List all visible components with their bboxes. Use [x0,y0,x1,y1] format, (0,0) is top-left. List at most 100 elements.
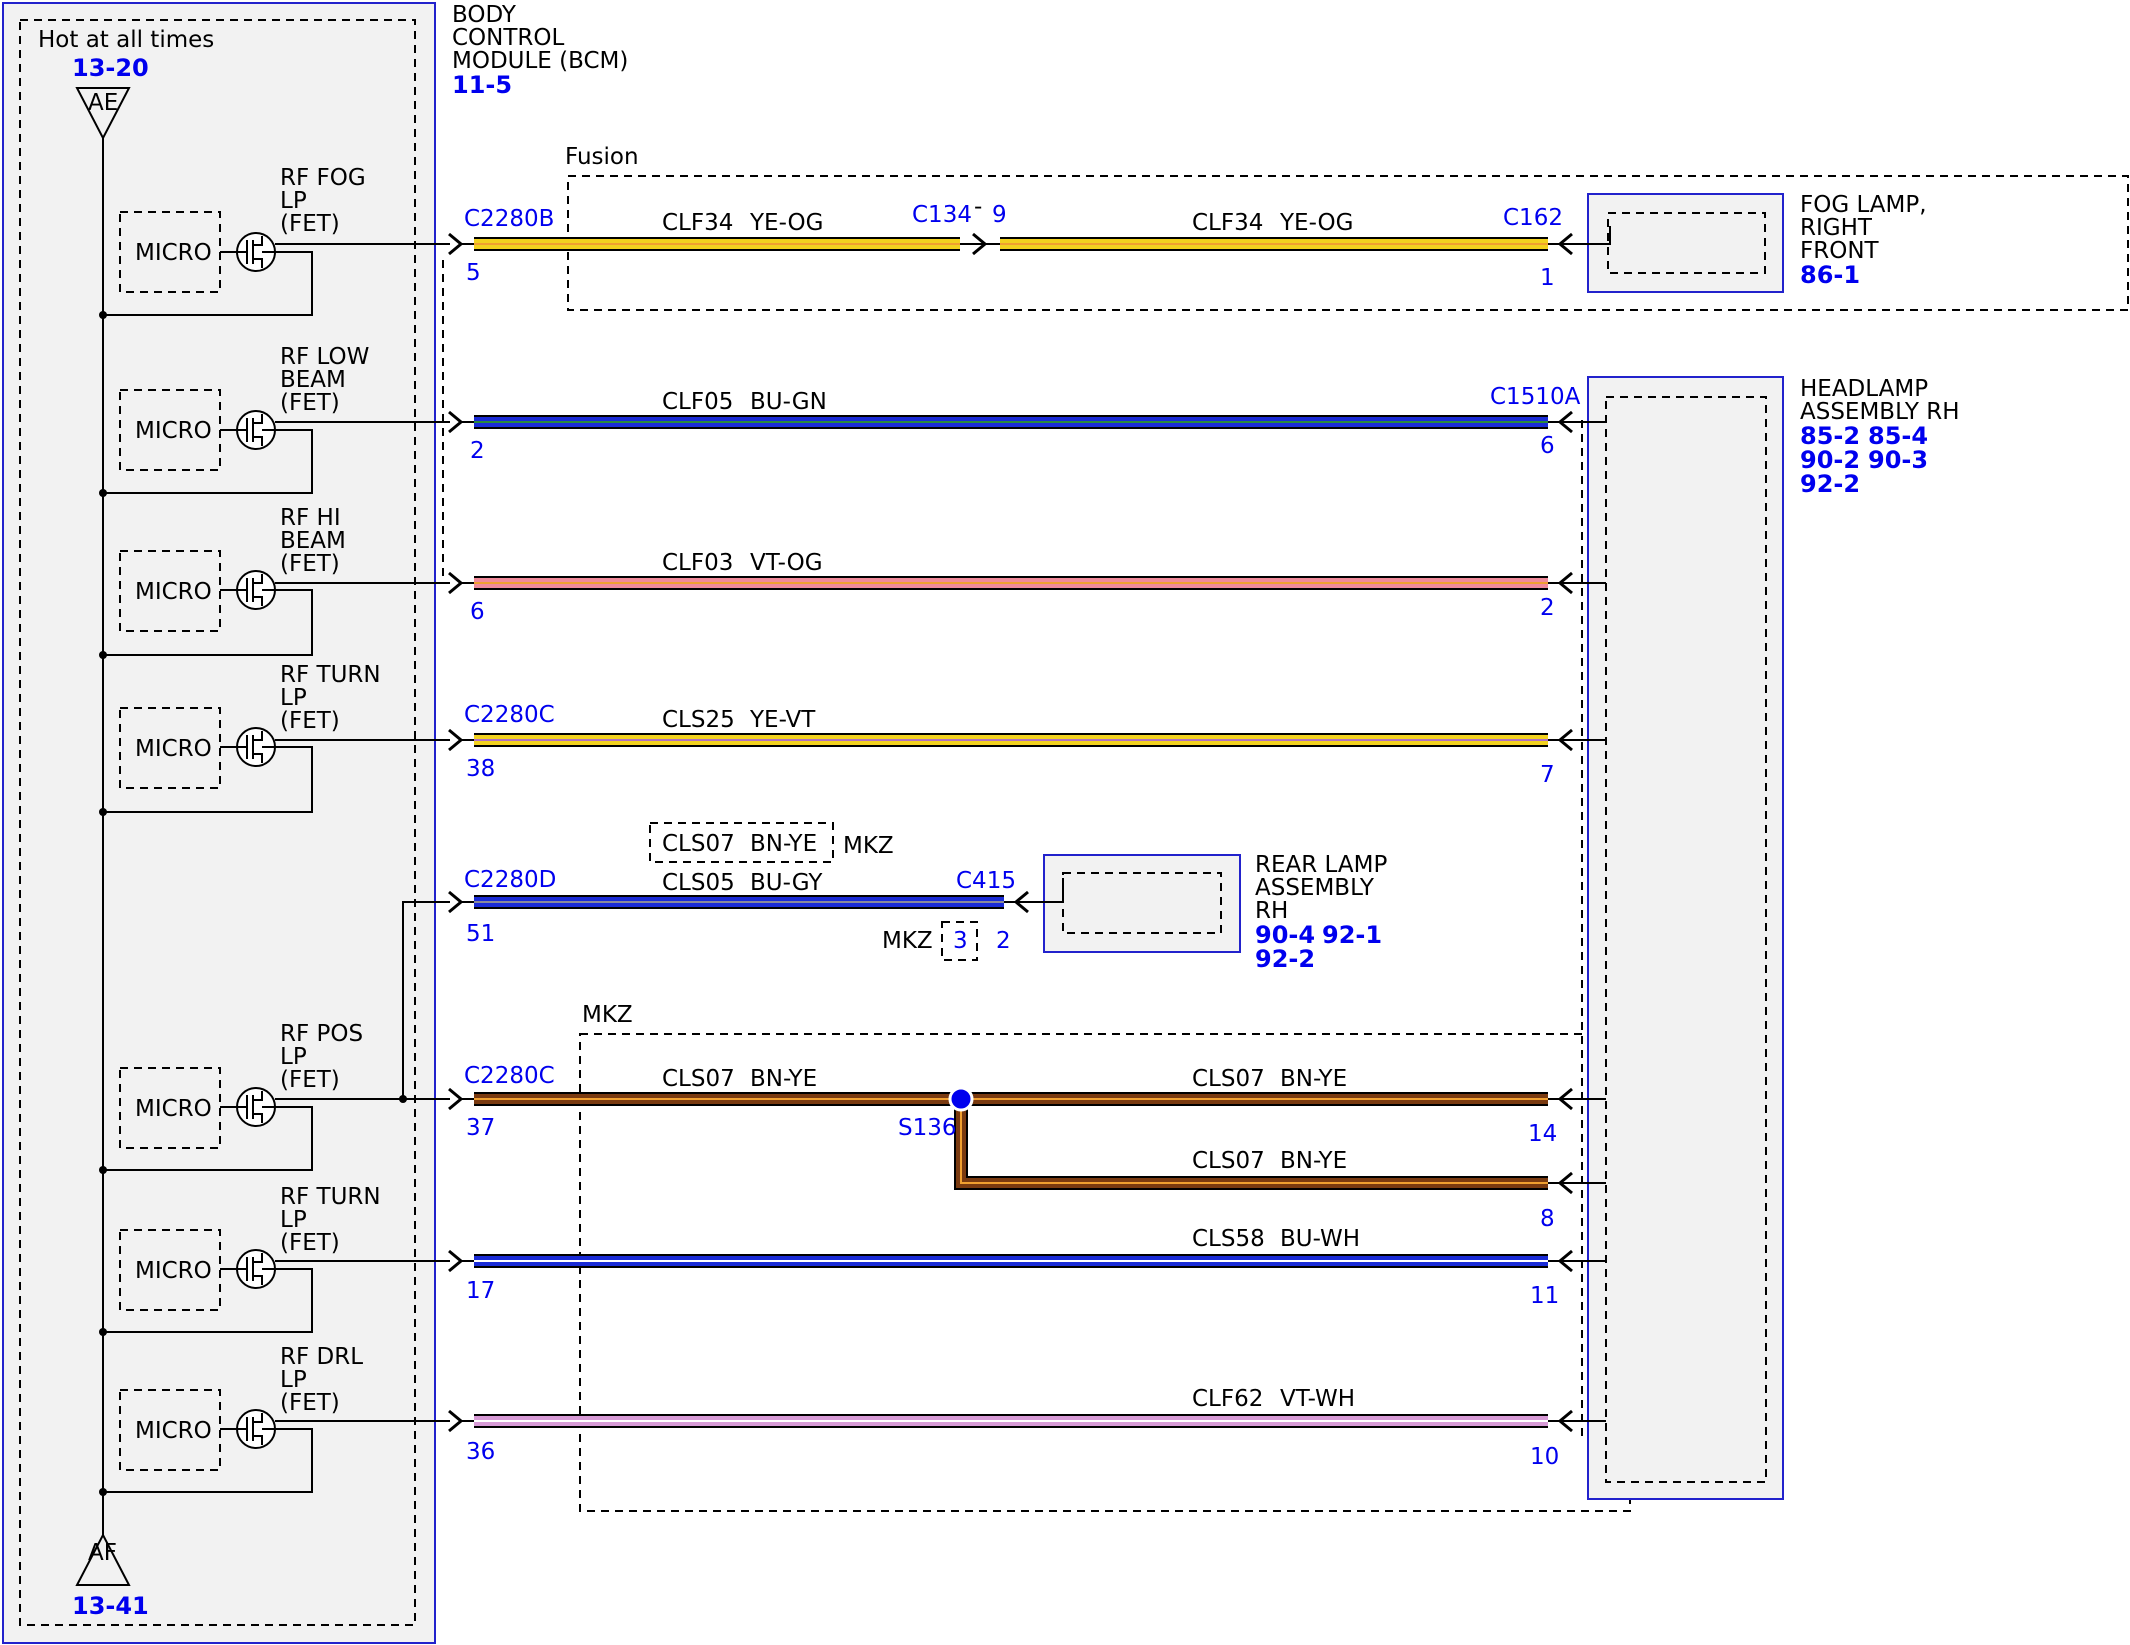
bcm-output-rf-fog: MICRO RF FOG LP (FET) [99,165,366,319]
pin-right-7: 7 [1540,762,1555,788]
output-label-line-3: (FET) [280,1067,340,1093]
headlamp-inner [1605,396,1767,1483]
output-label-line-1: RF LOW [280,344,369,370]
headlamp-ref-4[interactable]: 90-3 [1868,446,1928,474]
output-label-line-1: RF FOG [280,165,366,191]
wire-label-clf62-color: VT-WH [1280,1386,1355,1412]
wire-label-clf34-a-color: YE-OG [749,210,823,236]
wire-clf62[interactable] [474,1414,1548,1428]
micro-label: MICRO [135,240,212,266]
splice-s136-label: S136 [898,1115,957,1141]
pin-right-10: 10 [1530,1444,1559,1470]
micro-label: MICRO [135,1096,212,1122]
output-label-line-3: (FET) [280,551,340,577]
ae-terminal-label: AE [88,90,118,116]
output-label-line-2: LP [280,1207,307,1233]
bus-junction [99,1488,107,1496]
output-label-line-2: LP [280,1044,307,1070]
connector-c2280c-1: C2280C [464,702,555,728]
rear-lamp-ref-1[interactable]: 90-4 [1255,921,1315,949]
wire-clf03[interactable] [474,576,1548,590]
wire-cls25[interactable] [474,733,1548,747]
connector-c1510a: C1510A [1490,384,1581,410]
top-ref-link[interactable]: 13-20 [72,54,149,82]
pin-right-14: 14 [1528,1121,1557,1147]
headlamp-ref-3[interactable]: 90-2 [1800,446,1860,474]
headlamp-ref-2[interactable]: 85-4 [1868,422,1928,450]
wire-label-cls05-color: BU-GY [750,870,823,896]
wire-cls07-main[interactable] [474,1092,1548,1106]
fog-lamp-label-1: FOG LAMP, [1800,192,1927,218]
mkz-pin-zone-label: MKZ [882,928,933,954]
mkz-pin-number: 3 [953,928,968,954]
headlamp-label-2: ASSEMBLY RH [1800,399,1959,425]
wire-cls58[interactable] [474,1254,1548,1268]
headlamp-ref-1[interactable]: 85-2 [1800,422,1860,450]
pin-right-11: 11 [1530,1283,1559,1309]
bottom-ref-link[interactable]: 13-41 [72,1592,149,1620]
output-label-line-2: LP [280,1367,307,1393]
pin-left-37: 37 [466,1115,495,1141]
connector-c162: C162 [1503,205,1563,231]
fet-return-wire [103,251,313,316]
fog-lamp-label-3: FRONT [1800,238,1880,264]
bcm-output-rf-low-beam: MICRO RF LOW BEAM (FET) [99,344,369,497]
pin-right-1: 1 [1540,265,1555,291]
bcm-ref[interactable]: 11-5 [452,71,512,99]
output-label-line-1: RF TURN [280,662,381,688]
fet-symbol [220,414,263,446]
wire-label-cls05-circuit: CLS05 [662,870,735,896]
wire-label-cls07-a-color: BN-YE [750,1066,817,1092]
pin-left-17: 17 [466,1278,495,1304]
af-terminal-label: AF [88,1540,117,1566]
rear-lamp-label-3: RH [1255,898,1288,924]
wire-label-cls25-color: YE-VT [749,707,816,733]
splice-s136-icon[interactable] [948,1086,974,1112]
wire-clf34-b[interactable] [1000,237,1548,251]
fog-lamp-ref[interactable]: 86-1 [1800,261,1860,289]
micro-label: MICRO [135,736,212,762]
fet-return-wire [103,1428,313,1493]
micro-label: MICRO [135,1418,212,1444]
wire-label-cls07-b-circuit: CLS07 [1192,1066,1265,1092]
rear-lamp-ref-3[interactable]: 92-2 [1255,945,1315,973]
headlamp-ref-5[interactable]: 92-2 [1800,470,1860,498]
pin-left-5: 5 [466,260,481,286]
fet-symbol [220,1091,263,1123]
bcm-module-box [2,2,436,1644]
wire-cls07-branch[interactable] [954,1099,1548,1190]
wire-clf34-a[interactable] [474,237,960,251]
fet-return-wire [103,1268,313,1333]
output-label-line-3: (FET) [280,211,340,237]
bcm-inner-dashed [19,19,416,1626]
rear-lamp-ref-2[interactable]: 92-1 [1322,921,1382,949]
fet-symbol [220,236,263,268]
rear-lamp-label-1: REAR LAMP [1255,852,1387,878]
chevron-right-icon [448,232,464,256]
output-label-line-1: RF DRL [280,1344,363,1370]
micro-label: MICRO [135,1258,212,1284]
bcm-output-rf-pos: MICRO RF POS LP (FET) [99,1021,363,1174]
connector-c134-dash: - [974,194,982,220]
chevron-right-icon [448,728,464,752]
wire-label-clf62-circuit: CLF62 [1192,1386,1263,1412]
output-label-line-3: (FET) [280,390,340,416]
fet-return-wire [103,429,313,494]
output-label-line-3: (FET) [280,708,340,734]
chevron-right-icon [448,890,464,914]
output-label-line-2: LP [280,685,307,711]
branch-junction [399,1095,407,1103]
wire-label-cls58-color: BU-WH [1280,1226,1360,1252]
rear-lamp-inner [1062,872,1222,934]
wire-label-clf34-b-circuit: CLF34 [1192,210,1263,236]
pin-left-38: 38 [466,756,495,782]
fet-symbol [220,1253,263,1285]
bcm-output-rf-turn-2: MICRO RF TURN LP (FET) [99,1184,381,1336]
chevron-right-icon [448,410,464,434]
output-leads [275,243,450,1422]
chevron-right-icon [448,1409,464,1433]
bus-junction [99,1328,107,1336]
wire-clf05[interactable] [474,415,1548,429]
wire-cls05[interactable] [474,895,1004,909]
